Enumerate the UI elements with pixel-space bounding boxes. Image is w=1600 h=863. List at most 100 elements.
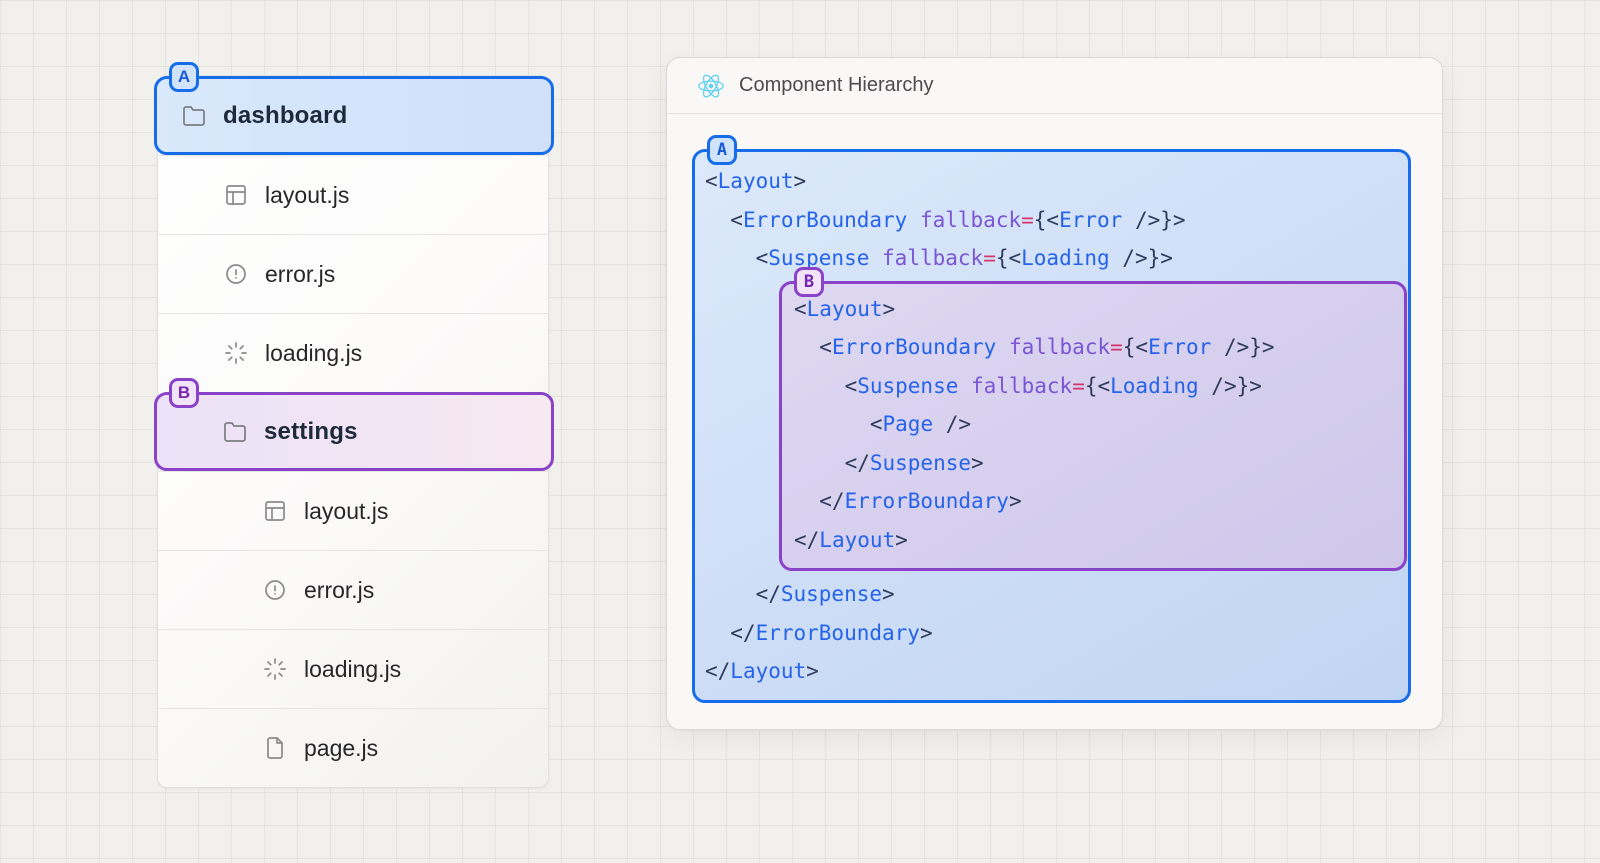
- code-line: </Suspense>: [794, 444, 1404, 483]
- code-token: Page: [882, 412, 934, 436]
- code-token: Error: [1148, 335, 1212, 359]
- code-token: ErrorBoundary: [831, 335, 997, 359]
- code-token: />}>: [1211, 335, 1275, 359]
- file-icon: [263, 736, 287, 760]
- file-tree-card: A dashboard layout.js error.js loading.j…: [154, 62, 554, 788]
- code-token: />}>: [1198, 373, 1262, 398]
- code-token: >: [793, 169, 807, 193]
- code-token: ErrorBoundary: [755, 620, 920, 645]
- code-line: </ErrorBoundary>: [705, 614, 1408, 653]
- code-line: <Layout>: [794, 290, 1404, 329]
- code-token: />}>: [1122, 207, 1186, 232]
- panel-title: Component Hierarchy: [739, 74, 934, 96]
- loader-icon: [224, 341, 248, 365]
- code-token: Suspense: [768, 246, 870, 270]
- code-token: </: [705, 582, 781, 606]
- code-token: =: [983, 246, 996, 270]
- file-label: error.js: [304, 576, 375, 603]
- code-token: </: [794, 450, 870, 475]
- folder-row-dashboard[interactable]: A dashboard: [154, 62, 554, 155]
- code-token: fallback: [882, 246, 984, 270]
- code-token: >: [1008, 489, 1022, 513]
- code-token: <: [705, 207, 743, 232]
- code-token: Suspense: [780, 582, 883, 606]
- component-hierarchy-panel: Component Hierarchy A <Layout> <ErrorBou…: [666, 57, 1443, 730]
- code-token: >: [919, 620, 933, 645]
- code-line: <Layout>: [705, 162, 1408, 201]
- file-label: page.js: [304, 734, 379, 761]
- scope-badge-b: B: [794, 266, 824, 297]
- code-token: Layout: [806, 296, 883, 321]
- code-line: </Suspense>: [705, 575, 1408, 614]
- code-token: {<: [1084, 373, 1111, 398]
- folder-label: dashboard: [223, 101, 348, 129]
- alert-circle-icon: [263, 578, 287, 602]
- code-line: </Layout>: [705, 652, 1408, 691]
- file-row-error[interactable]: error.js: [158, 234, 548, 313]
- loader-icon: [263, 657, 287, 681]
- code-token: >: [895, 527, 908, 552]
- code-token: <: [705, 246, 769, 270]
- layout-icon: [263, 499, 287, 523]
- file-row-loading[interactable]: loading.js: [158, 313, 548, 392]
- code-token: Layout: [819, 527, 896, 552]
- folder-label: settings: [264, 417, 358, 445]
- code-token: Loading: [1110, 373, 1199, 398]
- code-token: =: [1021, 207, 1034, 232]
- code-line: <Suspense fallback={<Loading />}>: [705, 239, 1408, 278]
- code-line: </Layout>: [794, 521, 1404, 560]
- code-token: ErrorBoundary: [742, 207, 908, 232]
- code-token: <: [705, 169, 718, 193]
- file-label: loading.js: [265, 339, 363, 366]
- code-token: Suspense: [869, 450, 972, 475]
- code-token: Suspense: [857, 373, 959, 398]
- code-token: [996, 335, 1009, 359]
- scope-box-a: A <Layout> <ErrorBoundary fallback={<Err…: [692, 135, 1411, 703]
- code-token: =: [1110, 335, 1123, 359]
- code-token: <: [794, 335, 832, 359]
- code-token: Layout: [730, 659, 807, 683]
- file-row-loading[interactable]: loading.js: [158, 629, 548, 708]
- code-token: </: [705, 659, 731, 683]
- code-token: [869, 246, 882, 270]
- file-label: loading.js: [304, 655, 402, 682]
- file-row-layout[interactable]: layout.js: [158, 471, 548, 550]
- folder-icon: [182, 104, 206, 128]
- code-token: fallback: [971, 373, 1073, 398]
- code-token: {<: [995, 246, 1022, 270]
- code-token: </: [705, 620, 756, 645]
- scope-badge-a: A: [707, 135, 737, 165]
- code-token: />: [933, 412, 972, 436]
- code-line: <ErrorBoundary fallback={<Error />}>: [705, 201, 1408, 240]
- code-token: <: [794, 296, 807, 321]
- code-token: {<: [1122, 335, 1149, 359]
- marker-badge-b: B: [169, 378, 199, 408]
- code-line: <ErrorBoundary fallback={<Error />}>: [794, 328, 1404, 367]
- file-row-error[interactable]: error.js: [158, 550, 548, 629]
- file-row-page[interactable]: page.js: [158, 708, 548, 787]
- file-label: layout.js: [304, 497, 389, 524]
- code-token: >: [882, 582, 895, 606]
- scope-box-b: B <Layout> <ErrorBoundary fallback={<Err…: [779, 266, 1407, 571]
- code-token: Loading: [1021, 246, 1110, 270]
- code-lines-outer-top: <Layout> <ErrorBoundary fallback={<Error…: [705, 162, 1408, 278]
- code-token: >: [806, 659, 819, 683]
- code-token: [958, 374, 971, 398]
- code-token: </: [794, 527, 820, 552]
- layout-icon: [224, 183, 248, 207]
- code-token: <: [794, 412, 883, 436]
- alert-circle-icon: [224, 262, 248, 286]
- file-label: layout.js: [265, 181, 350, 208]
- code-token: </: [794, 489, 845, 513]
- code-token: fallback: [919, 207, 1022, 232]
- file-row-layout[interactable]: layout.js: [158, 155, 548, 234]
- code-lines-outer-bottom: </Suspense> </ErrorBoundary></Layout>: [705, 575, 1408, 691]
- folder-icon: [223, 420, 247, 444]
- code-lines-inner: <Layout> <ErrorBoundary fallback={<Error…: [794, 290, 1404, 560]
- code-token: fallback: [1008, 335, 1111, 359]
- code-line: <Page />: [794, 405, 1404, 444]
- folder-row-settings[interactable]: B settings: [154, 378, 554, 471]
- file-label: error.js: [265, 260, 336, 287]
- code-token: Error: [1059, 207, 1123, 232]
- code-line: </ErrorBoundary>: [794, 482, 1404, 521]
